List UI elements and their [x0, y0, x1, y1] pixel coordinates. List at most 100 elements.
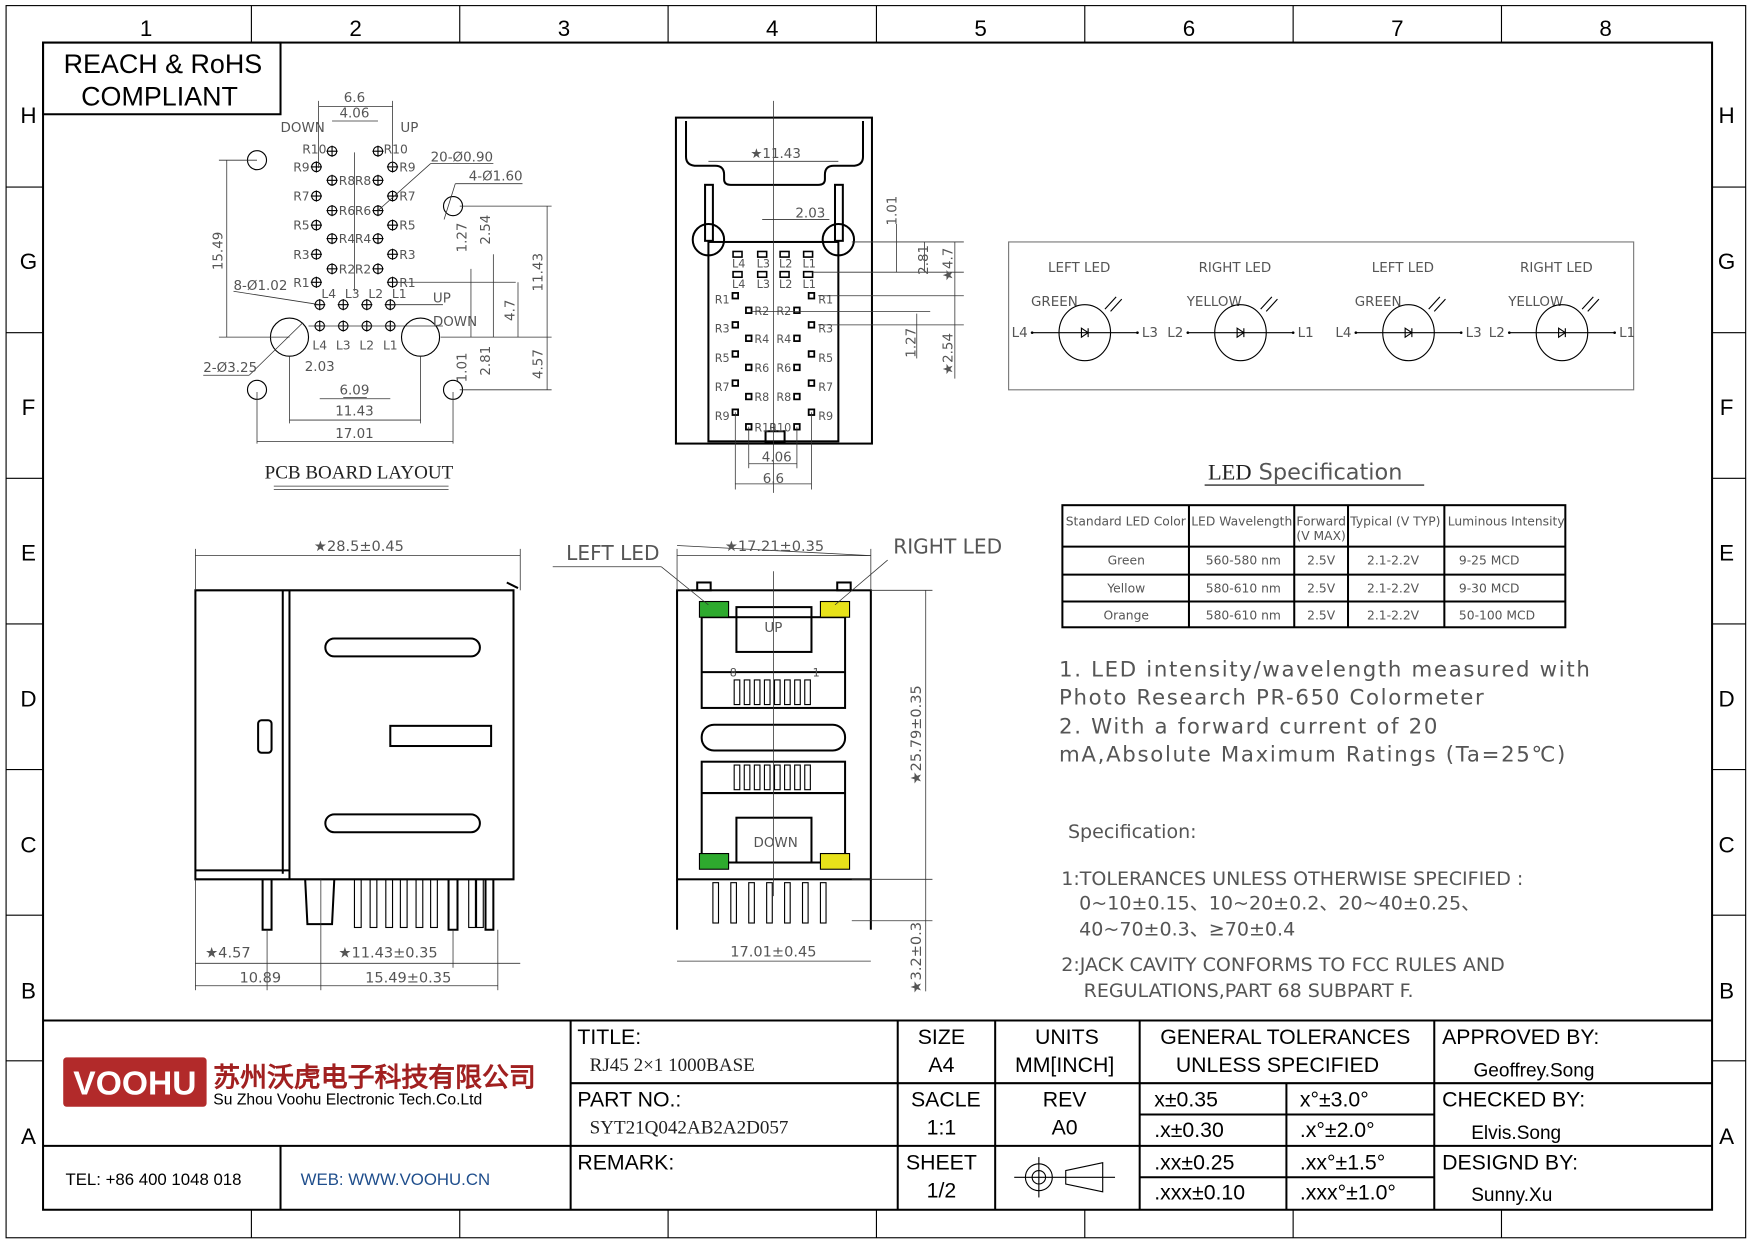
table-cell: Orange: [1103, 608, 1149, 622]
dim-2-03: 2.03: [305, 360, 335, 375]
led-terminal: L1: [1298, 326, 1314, 341]
side-pin: [430, 878, 438, 929]
compliance-line2: COMPLIANT: [81, 81, 238, 111]
row-letter: F: [1720, 395, 1734, 420]
pin-label: L1: [392, 287, 407, 301]
pin-label: R3: [293, 248, 309, 262]
pin-pad: [745, 334, 753, 342]
title-label: TITLE:: [577, 1025, 641, 1049]
voohu-logo: [63, 1057, 207, 1107]
pin-label: R9: [818, 410, 833, 423]
tolerance-linear: x±0.35: [1154, 1088, 1218, 1112]
pin-label: R1: [293, 276, 309, 290]
contact-pin: [773, 764, 781, 791]
led-color: GREEN: [1031, 295, 1078, 310]
row-letter: A: [21, 1124, 36, 1149]
pin-pad: [731, 321, 739, 329]
row-letter: D: [1719, 687, 1735, 712]
dim-6-6: 6.6: [344, 91, 365, 106]
tolerance-angular: .x°±2.0°: [1300, 1118, 1375, 1142]
table-cell: Yellow: [1106, 582, 1145, 596]
pin-label: R5: [399, 219, 415, 233]
led-terminal: L1: [1619, 326, 1635, 341]
note-line: 1. LED intensity/wavelength measured wit…: [1059, 658, 1591, 683]
front-view: LEFT LED RIGHT LED ★17.21±0.35 UP DOWN 8…: [552, 534, 1002, 994]
pin-label: L2: [779, 278, 792, 291]
column-number: 3: [558, 16, 570, 41]
sheet-label: SHEET: [906, 1150, 977, 1174]
pin-label: R1: [715, 294, 730, 307]
contact-pin: [784, 764, 791, 791]
pin-8-label: 8: [730, 667, 737, 680]
row-letter: D: [20, 687, 36, 712]
note-line: Photo Research PR-650 Colormeter: [1059, 686, 1485, 711]
pin-label: R2: [355, 262, 371, 276]
pin-label: R10: [302, 142, 326, 156]
side-dim-overall: ★28.5±0.45: [314, 538, 404, 555]
table-header: Typical (V TYP): [1349, 514, 1440, 528]
size-value: A4: [928, 1053, 954, 1077]
tolerance-angular: .xxx°±1.0°: [1300, 1181, 1396, 1205]
website-link[interactable]: WEB: WWW.VOOHU.CN: [301, 1170, 490, 1189]
approved-label: APPROVED BY:: [1442, 1025, 1599, 1049]
contact-pin: [804, 679, 811, 706]
pin-pad: [807, 350, 816, 358]
pin-label: R5: [818, 352, 833, 365]
row-letter: H: [20, 103, 36, 128]
up-port-label: UP: [764, 621, 782, 636]
top-dim-4-06: 4.06: [762, 450, 792, 465]
table-cell: 580-610 nm: [1206, 608, 1281, 622]
led-pad: [732, 270, 743, 279]
diode-icon: [1080, 327, 1090, 339]
part-number: SYT21Q042AB2A2D057: [590, 1118, 789, 1139]
led-terminal: L2: [1489, 326, 1505, 341]
row-letter: H: [1719, 103, 1735, 128]
led-terminal: L2: [1167, 326, 1183, 341]
rev-value: A0: [1052, 1116, 1078, 1140]
designed-by: Sunny.Xu: [1471, 1185, 1552, 1206]
pin-pad: [807, 321, 816, 329]
compliance-line1: REACH & RoHS: [64, 49, 263, 79]
title-block: VOOHU 苏州沃虎电子科技有限公司 Su Zhou Voohu Electro…: [43, 1019, 1713, 1210]
column-number: 8: [1599, 16, 1611, 41]
designed-label: DESIGND BY:: [1442, 1150, 1578, 1174]
contact-pin: [763, 764, 771, 791]
pin-label: L2: [359, 338, 374, 352]
pin-pad: [793, 306, 801, 314]
pin-label: R3: [399, 248, 415, 262]
contact-pin: [743, 679, 751, 706]
light-emission-icon: [1260, 296, 1278, 312]
pin-label: R10: [384, 142, 408, 156]
pin-pad: [793, 334, 801, 342]
left-led-down: [698, 852, 730, 870]
front-dim-height: ★25.79±0.35: [908, 685, 925, 784]
led-pad: [802, 250, 814, 258]
led-title: LEFT LED: [1048, 261, 1110, 276]
pin-label: R9: [399, 160, 415, 174]
column-number: 1: [140, 16, 152, 41]
side-pin: [369, 878, 378, 929]
pin-label: R3: [715, 323, 730, 336]
units-value: MM[INCH]: [1015, 1053, 1114, 1077]
column-number: 4: [766, 16, 778, 41]
contact-pin: [753, 679, 761, 706]
right-led-label: RIGHT LED: [893, 534, 1002, 558]
led-pad: [802, 270, 814, 279]
table-cell: 560-580 nm: [1206, 554, 1281, 568]
pin-label: L1: [803, 258, 816, 271]
pin-label: L1: [383, 338, 398, 352]
pin-label: L4: [732, 278, 745, 291]
table-cell: 2.1-2.2V: [1367, 608, 1420, 622]
part-no-label: PART NO.:: [577, 1088, 681, 1112]
specification-heading: Specification:: [1068, 821, 1197, 843]
table-cell: Green: [1108, 554, 1145, 568]
contact-pin: [794, 679, 801, 706]
dim-11-43-vertical: 11.43: [532, 253, 547, 291]
led-title: RIGHT LED: [1520, 261, 1593, 276]
front-dim-pins: ★3.2±0.3: [908, 922, 925, 994]
front-pin: [784, 882, 791, 924]
specification-notes: Specification: 1:TOLERANCES UNLESS OTHER…: [1061, 821, 1523, 1002]
telephone: TEL: +86 400 1048 018: [65, 1170, 241, 1189]
units-label: UNITS: [1035, 1025, 1099, 1049]
